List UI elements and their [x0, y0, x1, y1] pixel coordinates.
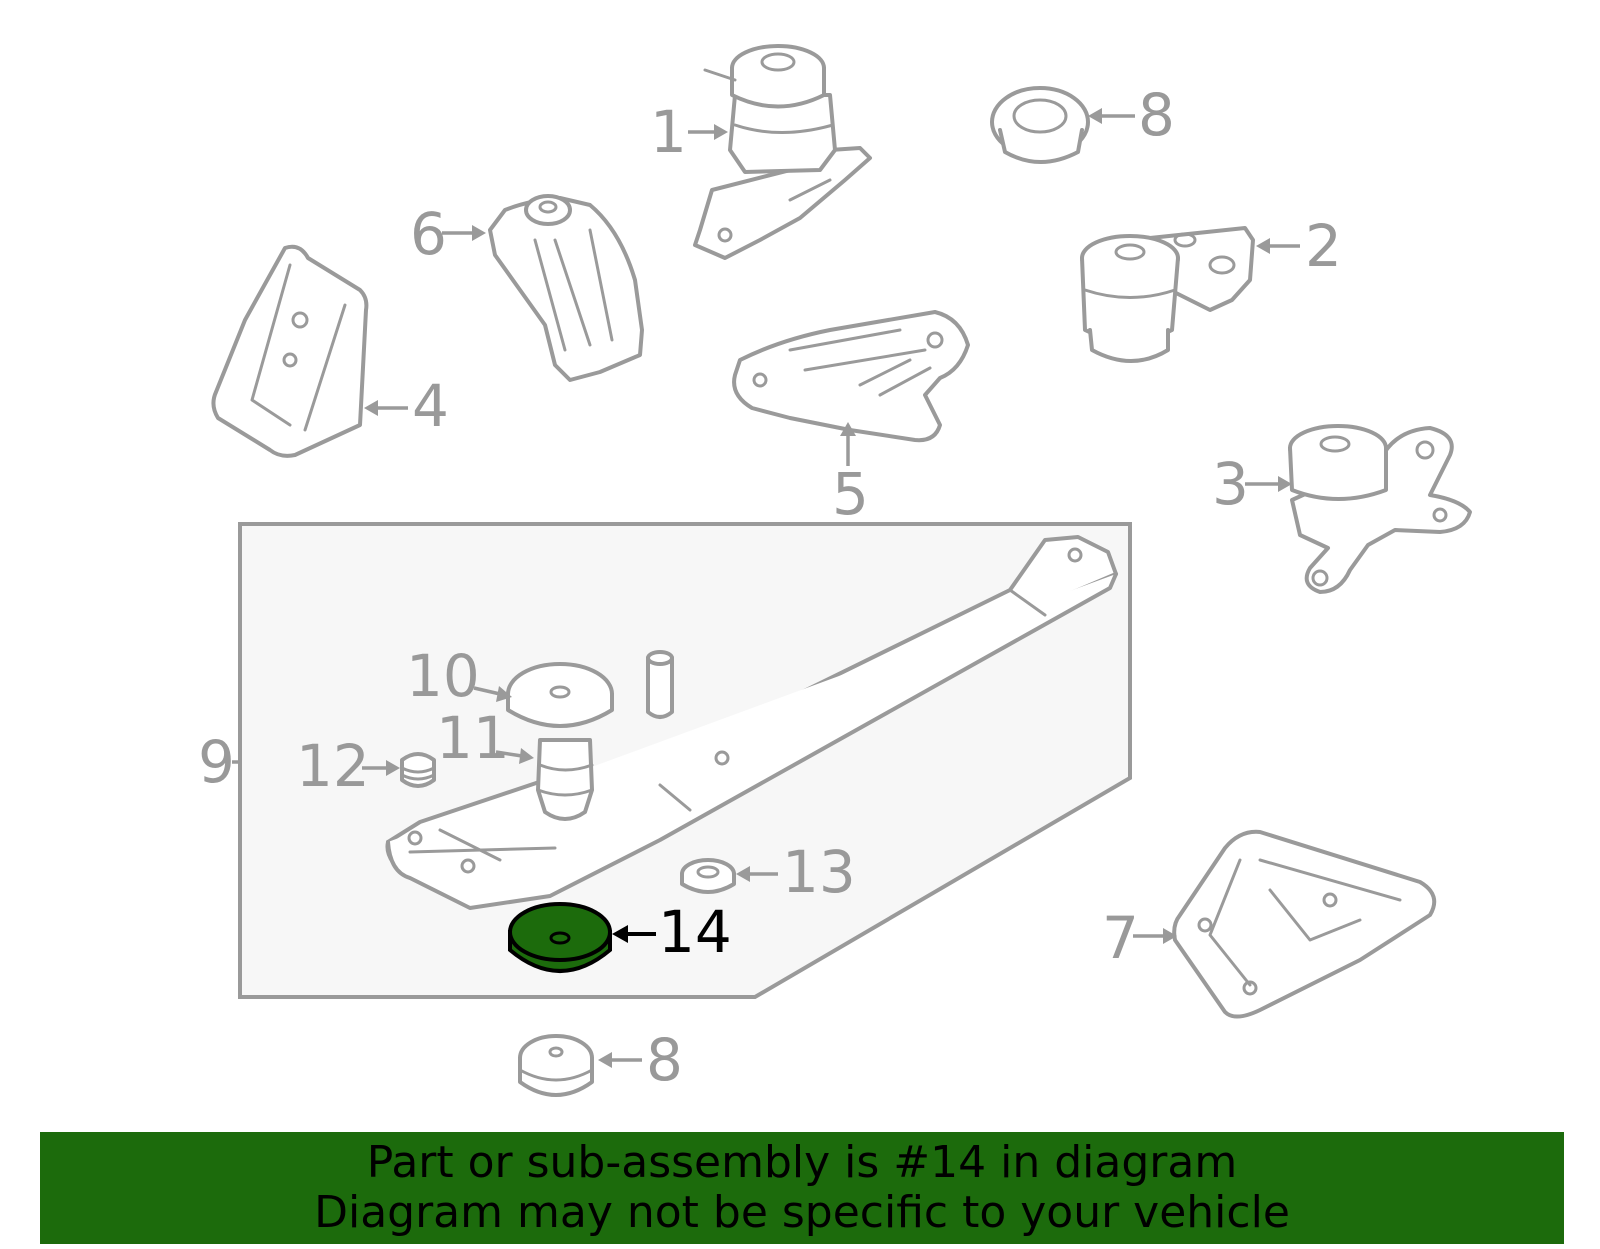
- callout-5: 5: [832, 460, 869, 528]
- part-3-rear-mount[interactable]: [1288, 424, 1472, 594]
- callout-11: 11: [436, 704, 510, 772]
- part-10-pad[interactable]: [506, 662, 614, 728]
- callout-8-top: 8: [1138, 81, 1175, 149]
- part-12-nut[interactable]: [400, 752, 436, 788]
- part-6-mount-bracket[interactable]: [488, 194, 644, 382]
- callout-1: 1: [650, 98, 687, 166]
- part-13-washer[interactable]: [680, 858, 736, 894]
- part-8-bushing-top[interactable]: [990, 86, 1090, 164]
- footer-banner: Part or sub-assembly is #14 in diagram D…: [40, 1132, 1564, 1244]
- callout-3: 3: [1212, 450, 1249, 518]
- callout-6: 6: [410, 200, 447, 268]
- callout-4: 4: [412, 372, 449, 440]
- leader-arrows: [232, 108, 1300, 1068]
- part-11-stud[interactable]: [536, 738, 594, 821]
- callout-7: 7: [1102, 904, 1139, 972]
- callout-9: 9: [198, 728, 235, 796]
- footer-line-1: Part or sub-assembly is #14 in diagram: [366, 1137, 1238, 1188]
- part-4-wedge-bracket[interactable]: [211, 244, 369, 458]
- footer-line-2: Diagram may not be specific to your vehi…: [314, 1187, 1290, 1238]
- callout-12: 12: [296, 732, 370, 800]
- part-1-engine-mount[interactable]: [693, 44, 872, 260]
- callout-2: 2: [1305, 212, 1342, 280]
- part-2-engine-mount[interactable]: [1080, 226, 1255, 363]
- part-5-center-plate[interactable]: [732, 310, 970, 443]
- callout-10: 10: [406, 642, 480, 710]
- callout-14: 14: [658, 898, 732, 966]
- callout-8-bottom: 8: [646, 1026, 683, 1094]
- pin[interactable]: [646, 650, 674, 719]
- part-14-pad-highlighted[interactable]: [508, 902, 612, 973]
- part-8-bushing-bottom[interactable]: [518, 1034, 594, 1097]
- part-7-plate-mount[interactable]: [1172, 829, 1437, 1019]
- callout-13: 13: [782, 838, 856, 906]
